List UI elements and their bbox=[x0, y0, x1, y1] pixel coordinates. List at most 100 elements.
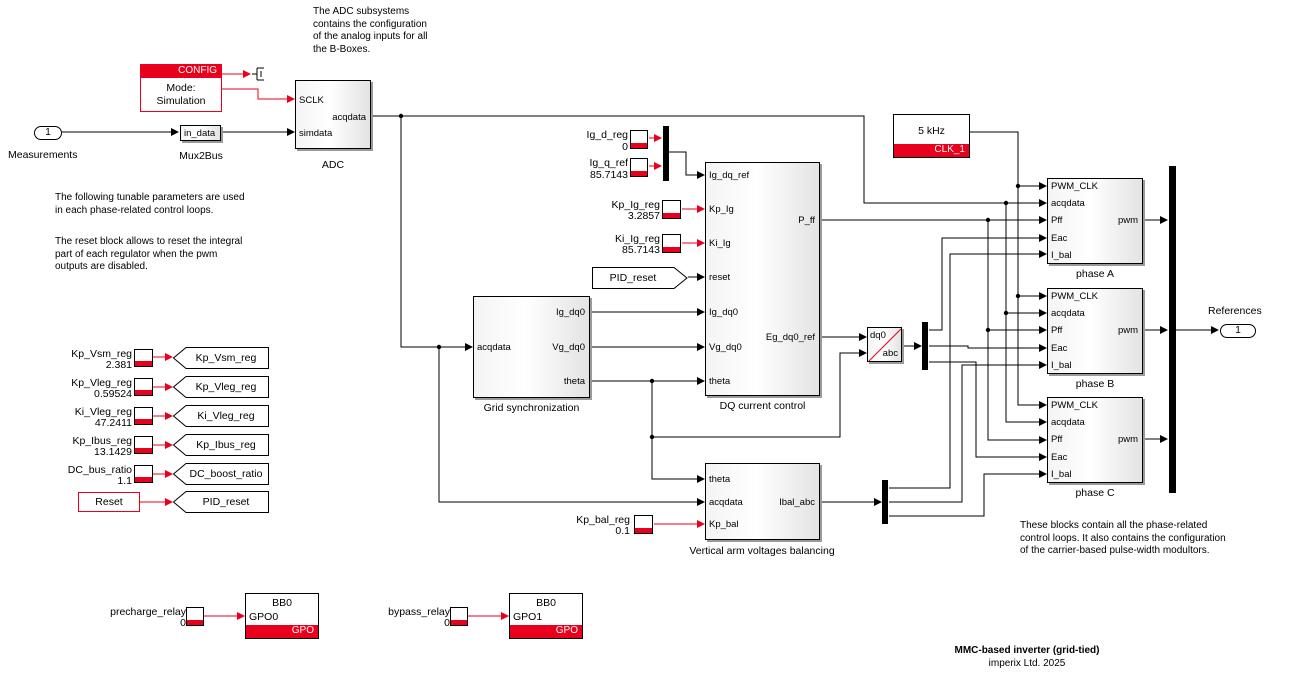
ig-q-ref-value: 85.7143 bbox=[590, 169, 628, 181]
dq-port-theta: theta bbox=[709, 376, 731, 387]
phase-b-port-pwm-clk: PWM_CLK bbox=[1051, 291, 1098, 302]
config-mode-value: Simulation bbox=[156, 95, 206, 107]
param-goto-tag[interactable]: Kp_Ibus_reg bbox=[173, 434, 269, 456]
ig-d-reg-name: Ig_d_reg bbox=[586, 129, 628, 141]
references-outport[interactable]: 1 bbox=[1220, 324, 1256, 338]
clock-tag: CLK_1 bbox=[894, 144, 969, 157]
kp-ig-reg-slider[interactable] bbox=[662, 200, 681, 219]
mux2bus-block[interactable]: in_data bbox=[180, 125, 221, 141]
param-name: Kp_Vleg_reg bbox=[71, 377, 132, 389]
gpo1-tag: GPO bbox=[510, 625, 582, 638]
reset-note: The reset block allows to reset the inte… bbox=[55, 236, 243, 272]
gpo1-block[interactable]: BB0 GPO1 GPO bbox=[509, 593, 583, 639]
param-slider[interactable] bbox=[134, 436, 153, 454]
config-block[interactable]: CONFIG Mode: Simulation bbox=[140, 64, 222, 112]
phase-b-port-acqdata: acqdata bbox=[1051, 308, 1085, 319]
clock-block[interactable]: 5 kHz CLK_1 bbox=[893, 114, 970, 158]
ki-ig-reg-slider[interactable] bbox=[662, 234, 681, 253]
bypass-relay-slider[interactable] bbox=[450, 607, 468, 626]
grid-sync-port-vg-dq0: Vg_dq0 bbox=[552, 342, 585, 353]
param-slider[interactable] bbox=[134, 407, 153, 425]
ki-ig-reg-value: 85.7143 bbox=[622, 244, 660, 256]
phase-b-port-i-bal: I_bal bbox=[1051, 360, 1072, 371]
ig-d-reg-slider[interactable] bbox=[630, 130, 648, 149]
phase-b-caption: phase B bbox=[1075, 378, 1115, 390]
grid-synchronization-block[interactable]: acqdata Ig_dq0 Vg_dq0 theta bbox=[473, 296, 590, 398]
kp-bal-reg-slider[interactable] bbox=[634, 515, 653, 534]
adc-block[interactable]: SCLK simdata acqdata bbox=[295, 80, 371, 149]
adc-port-sclk: SCLK bbox=[299, 95, 324, 106]
dq0-label: dq0 bbox=[870, 330, 886, 341]
mux2bus-caption: Mux2Bus bbox=[179, 150, 223, 162]
precharge-relay-value: 0 bbox=[180, 617, 186, 629]
gpo0-title: BB0 bbox=[272, 597, 292, 609]
mux2bus-port: in_data bbox=[184, 128, 216, 139]
phase-a-port-pwm-clk: PWM_CLK bbox=[1051, 181, 1098, 192]
ki-ig-reg-name: Ki_Ig_reg bbox=[615, 233, 660, 245]
balancing-port-ibal-abc: Ibal_abc bbox=[779, 497, 815, 508]
param-goto-tag[interactable]: Ki_Vleg_reg bbox=[173, 405, 269, 427]
adc-caption: ADC bbox=[321, 159, 345, 171]
phase-a-block[interactable]: PWM_CLK acqdata Pff Eac I_bal pwm bbox=[1047, 178, 1143, 264]
dq-port-ig-dq0: Ig_dq0 bbox=[709, 307, 739, 318]
param-slider[interactable] bbox=[134, 378, 153, 396]
phase-c-block[interactable]: PWM_CLK acqdata Pff Eac I_bal pwm bbox=[1047, 397, 1143, 483]
grid-synchronization-caption: Grid synchronization bbox=[483, 402, 580, 414]
dq-port-kp-ig: Kp_Ig bbox=[709, 204, 734, 215]
param-goto-label: Kp_Vleg_reg bbox=[195, 381, 257, 393]
pid-reset-from-tag[interactable]: PID_reset bbox=[592, 267, 688, 289]
grid-sync-port-acqdata: acqdata bbox=[477, 342, 511, 353]
param-goto-label: DC_boost_ratio bbox=[189, 468, 263, 480]
phase-blocks-note: These blocks contain all the phase-relat… bbox=[1020, 520, 1226, 556]
dq-port-ki-ig: Ki_Ig bbox=[709, 238, 731, 249]
kp-bal-reg-value: 0.1 bbox=[615, 525, 630, 537]
gpo1-port: GPO1 bbox=[513, 611, 543, 623]
config-mode-label: Mode: bbox=[166, 82, 196, 94]
dq-port-reset: reset bbox=[709, 272, 731, 283]
param-name: Ki_Vleg_reg bbox=[74, 406, 132, 418]
phase-a-port-pwm: pwm bbox=[1117, 215, 1138, 226]
precharge-relay-name: precharge_relay bbox=[110, 606, 186, 618]
gpo0-block[interactable]: BB0 GPO0 GPO bbox=[245, 593, 319, 639]
bypass-relay-name: bypass_relay bbox=[388, 606, 450, 618]
reset-button[interactable]: Reset bbox=[78, 492, 140, 512]
param-goto-tag[interactable]: Kp_Vleg_reg bbox=[173, 376, 269, 398]
grid-sync-port-ig-dq0: Ig_dq0 bbox=[555, 307, 585, 318]
pid-reset-goto-tag[interactable]: PID_reset bbox=[173, 491, 269, 513]
param-name: Kp_Vsm_reg bbox=[71, 348, 132, 360]
param-goto-tag[interactable]: Kp_Vsm_reg bbox=[173, 347, 269, 369]
measurements-inport[interactable]: 1 bbox=[34, 126, 62, 140]
vertical-arm-balancing-block[interactable]: theta acqdata Kp_bal Ibal_abc bbox=[705, 463, 820, 540]
phase-c-port-pff: Pff bbox=[1051, 434, 1063, 445]
config-header: CONFIG bbox=[141, 65, 221, 78]
precharge-relay-slider[interactable] bbox=[186, 607, 204, 626]
measurements-label: Measurements bbox=[8, 149, 78, 161]
param-name: DC_bus_ratio bbox=[67, 464, 132, 476]
param-goto-label: Ki_Vleg_reg bbox=[197, 410, 255, 422]
phase-b-port-pwm: pwm bbox=[1117, 325, 1138, 336]
abc-label: abc bbox=[882, 348, 898, 359]
param-value: 47.2411 bbox=[94, 417, 132, 429]
param-slider[interactable] bbox=[134, 465, 153, 483]
phase-a-caption: phase A bbox=[1076, 268, 1114, 280]
gpo0-tag: GPO bbox=[246, 625, 318, 638]
dq-current-control-block[interactable]: Ig_dq_ref Kp_Ig Ki_Ig reset Ig_dq0 Vg_dq… bbox=[705, 162, 820, 396]
ig-q-ref-slider[interactable] bbox=[630, 158, 648, 177]
phase-a-port-eac: Eac bbox=[1051, 233, 1068, 244]
ig-d-reg-value: 0 bbox=[622, 141, 628, 153]
param-slider[interactable] bbox=[134, 349, 153, 367]
phase-a-port-i-bal: I_bal bbox=[1051, 250, 1072, 261]
adc-port-acqdata: acqdata bbox=[332, 112, 366, 123]
balancing-port-acqdata: acqdata bbox=[709, 497, 743, 508]
balancing-port-theta: theta bbox=[709, 474, 731, 485]
phase-c-port-i-bal: I_bal bbox=[1051, 469, 1072, 480]
dq0-to-abc-block[interactable]: dq0 abc bbox=[867, 327, 902, 362]
phase-b-block[interactable]: PWM_CLK acqdata Pff Eac I_bal pwm bbox=[1047, 288, 1143, 374]
gpo1-title: BB0 bbox=[536, 597, 556, 609]
param-goto-label: Kp_Vsm_reg bbox=[195, 352, 257, 364]
dq-port-ig-dq-ref: Ig_dq_ref bbox=[709, 170, 750, 181]
ibal-demux bbox=[882, 480, 888, 524]
vertical-arm-balancing-caption: Vertical arm voltages balancing bbox=[689, 545, 835, 557]
param-goto-tag[interactable]: DC_boost_ratio bbox=[173, 463, 269, 485]
